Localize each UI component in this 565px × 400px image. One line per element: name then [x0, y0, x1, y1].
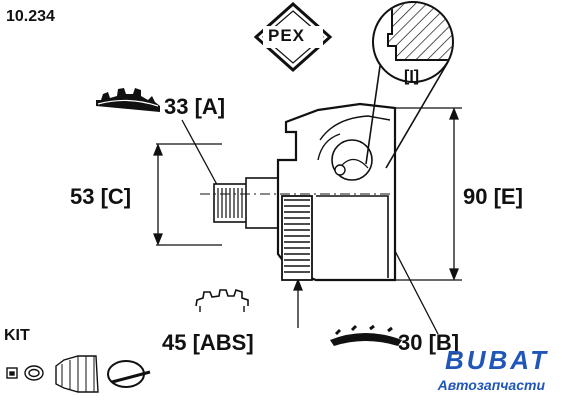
logo-text: PEX [268, 26, 306, 45]
detail-magnifier [365, 1, 454, 169]
dimension-line-c [153, 143, 222, 246]
spline-gear-icon-b [330, 324, 402, 346]
spline-gear-icon-abs [195, 288, 249, 312]
part-number: 10.234 [6, 8, 55, 25]
dim-label-e: 90 [E] [463, 184, 523, 209]
leader-abs [293, 278, 303, 328]
dim-label-abs: 45 [ABS] [162, 330, 254, 355]
dim-label-c: 53 [C] [70, 184, 132, 209]
kit-icon [6, 355, 151, 393]
dim-label-b: 30 [B] [398, 330, 460, 355]
kit-label: KIT [4, 327, 30, 344]
dimension-line-e [395, 107, 462, 281]
watermark-subtitle: Автозапчасти [437, 377, 545, 393]
cv-joint-drawing [200, 102, 397, 282]
detail-marker: [I] [404, 68, 420, 85]
logo-pex-icon [253, 1, 333, 73]
dim-label-a: 33 [A] [164, 94, 226, 119]
watermark: BUBAT Автозапчасти [333, 345, 553, 395]
spline-gear-icon-a [96, 88, 160, 112]
watermark-brand: BUBAT [444, 345, 549, 375]
